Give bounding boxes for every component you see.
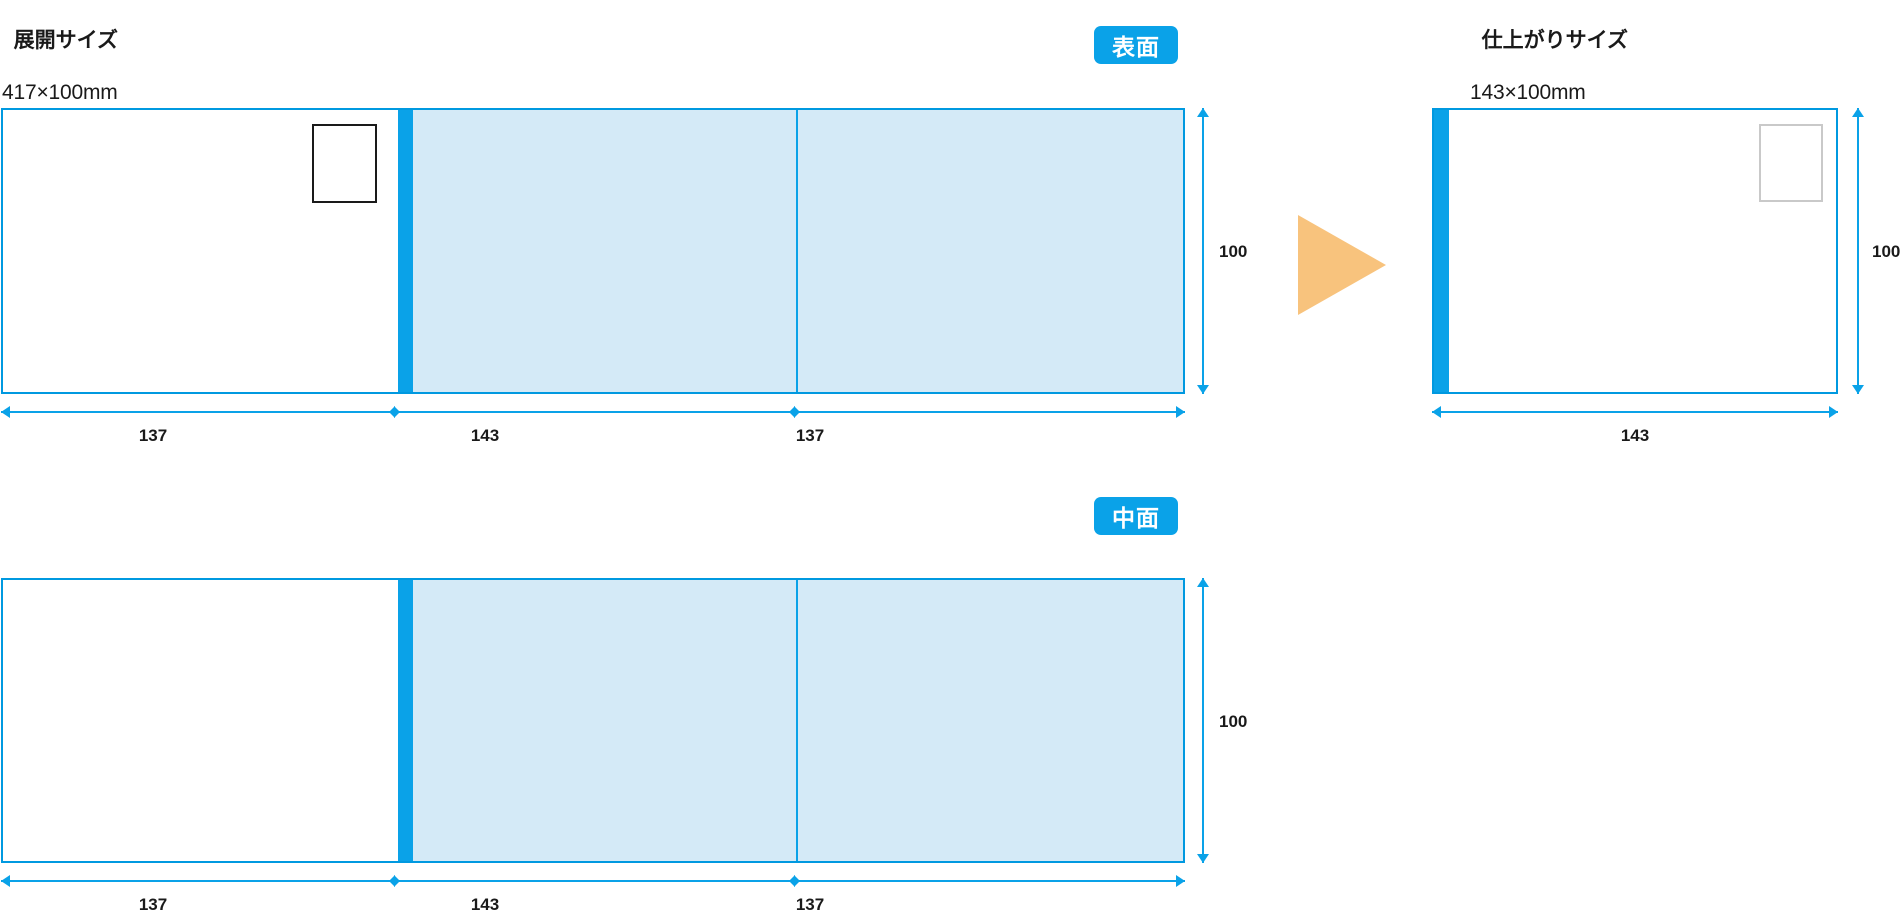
dim-arrow-up-icon <box>1197 578 1209 587</box>
finished-size-caption: 仕上がりサイズ 143×100mm <box>1470 2 1628 132</box>
dim-line-stroke <box>1202 578 1204 863</box>
dim-tick-fold-1 <box>389 406 400 418</box>
dim-arrow-left-icon <box>1 406 10 418</box>
dim-label-finished-width: 143 <box>1620 426 1650 445</box>
dim-tick-right-icon <box>794 875 800 887</box>
dim-line-stroke <box>1 880 1185 882</box>
panel-front-blue-area <box>413 110 1183 392</box>
dim-arrow-down-icon <box>1197 385 1209 394</box>
dim-line-front-width <box>1 406 1185 418</box>
badge-inside-label: 中面 <box>1112 505 1160 531</box>
dim-arrow-left-icon <box>1 875 10 887</box>
fold-bar-icon <box>398 110 413 392</box>
panel-front-unfolded[interactable] <box>1 108 1185 394</box>
dim-arrow-down-icon <box>1852 385 1864 394</box>
dim-tick-right-icon <box>394 875 400 887</box>
dim-tick-left-icon <box>789 406 795 418</box>
dim-arrow-down-icon <box>1197 854 1209 863</box>
dim-label-inside-seg3: 137 <box>795 895 825 914</box>
stamp-box-icon <box>1759 124 1823 202</box>
fold-bar-icon <box>398 580 413 861</box>
finished-size-value: 143×100mm <box>1470 81 1586 104</box>
dim-tick-left-icon <box>389 875 395 887</box>
dim-line-stroke <box>1857 108 1859 394</box>
panel-finished[interactable] <box>1432 108 1838 394</box>
unfolded-size-caption: 展開サイズ 417×100mm <box>2 2 118 132</box>
unfolded-size-title: 展開サイズ <box>13 29 119 52</box>
dim-arrow-right-icon <box>1176 875 1185 887</box>
dim-label-front-seg3: 137 <box>795 426 825 445</box>
dim-arrow-up-icon <box>1852 108 1864 117</box>
dim-line-finished-height <box>1852 108 1864 394</box>
stamp-box-icon <box>312 124 377 203</box>
panel-inside-unfolded[interactable] <box>1 578 1185 863</box>
unfolded-size-value: 417×100mm <box>2 81 118 104</box>
dim-tick-left-icon <box>389 406 395 418</box>
dim-label-finished-height: 100 <box>1872 242 1901 261</box>
dim-line-inside-height <box>1197 578 1209 863</box>
dim-label-inside-seg1: 137 <box>138 895 168 914</box>
badge-front-side[interactable]: 表面 <box>1094 26 1178 64</box>
fold-bar-icon <box>1434 110 1449 392</box>
dim-label-front-seg1: 137 <box>138 426 168 445</box>
triangle-right-icon <box>1298 215 1386 315</box>
badge-inside[interactable]: 中面 <box>1094 497 1178 535</box>
dim-label-front-height: 100 <box>1219 242 1248 261</box>
dim-line-stroke <box>1 411 1185 413</box>
dim-arrow-right-icon <box>1176 406 1185 418</box>
dim-line-stroke <box>1432 411 1838 413</box>
dim-line-inside-width <box>1 875 1185 887</box>
badge-front-side-label: 表面 <box>1112 34 1160 60</box>
dim-tick-right-icon <box>394 406 400 418</box>
dim-tick-fold-2 <box>789 875 800 887</box>
dim-tick-fold-2 <box>789 406 800 418</box>
fold-line-icon <box>796 110 798 392</box>
dim-arrow-left-icon <box>1432 406 1441 418</box>
dim-arrow-up-icon <box>1197 108 1209 117</box>
dim-arrow-right-icon <box>1829 406 1838 418</box>
dim-tick-right-icon <box>794 406 800 418</box>
panel-inside-white-area <box>3 580 398 861</box>
dim-label-front-seg2: 143 <box>470 426 500 445</box>
dim-label-inside-height: 100 <box>1219 712 1248 731</box>
dim-tick-fold-1 <box>389 875 400 887</box>
dim-line-front-height <box>1197 108 1209 394</box>
dim-line-stroke <box>1202 108 1204 394</box>
dim-tick-left-icon <box>789 875 795 887</box>
panel-inside-blue-area <box>413 580 1183 861</box>
dim-label-inside-seg2: 143 <box>470 895 500 914</box>
finished-size-title: 仕上がりサイズ <box>1481 29 1629 52</box>
dim-line-finished-width <box>1432 406 1838 418</box>
fold-line-icon <box>796 580 798 861</box>
